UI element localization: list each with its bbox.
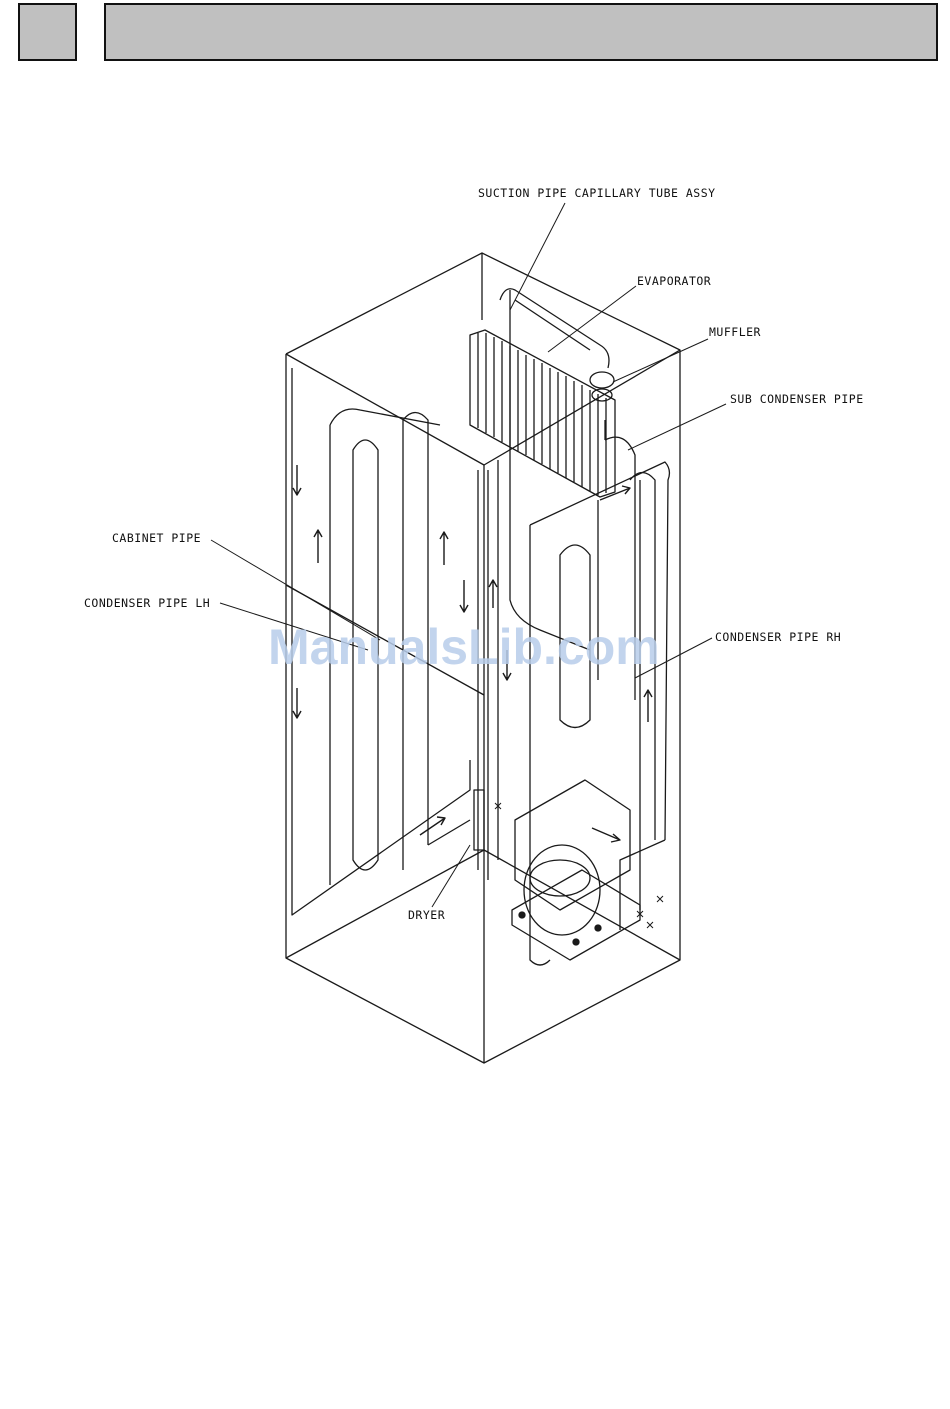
watermark: ManualsLib.com — [268, 618, 660, 676]
label-cabinet-pipe: CABINET PIPE — [112, 531, 201, 545]
compressor — [512, 780, 640, 960]
muffler — [590, 372, 614, 401]
suction-pipe-capillary-tube — [500, 289, 609, 368]
label-sub-condenser-pipe: SUB CONDENSER PIPE — [730, 392, 864, 406]
leader-lines — [211, 203, 726, 907]
label-evaporator: EVAPORATOR — [637, 274, 711, 288]
label-suction-pipe: SUCTION PIPE CAPILLARY TUBE ASSY — [478, 186, 716, 200]
label-condenser-pipe-lh: CONDENSER PIPE LH — [84, 596, 210, 610]
dryer — [474, 790, 484, 850]
joint-marks — [495, 803, 663, 928]
label-muffler: MUFFLER — [709, 325, 761, 339]
label-condenser-pipe-rh: CONDENSER PIPE RH — [715, 630, 841, 644]
label-dryer: DRYER — [408, 908, 445, 922]
evaporator — [470, 330, 615, 497]
